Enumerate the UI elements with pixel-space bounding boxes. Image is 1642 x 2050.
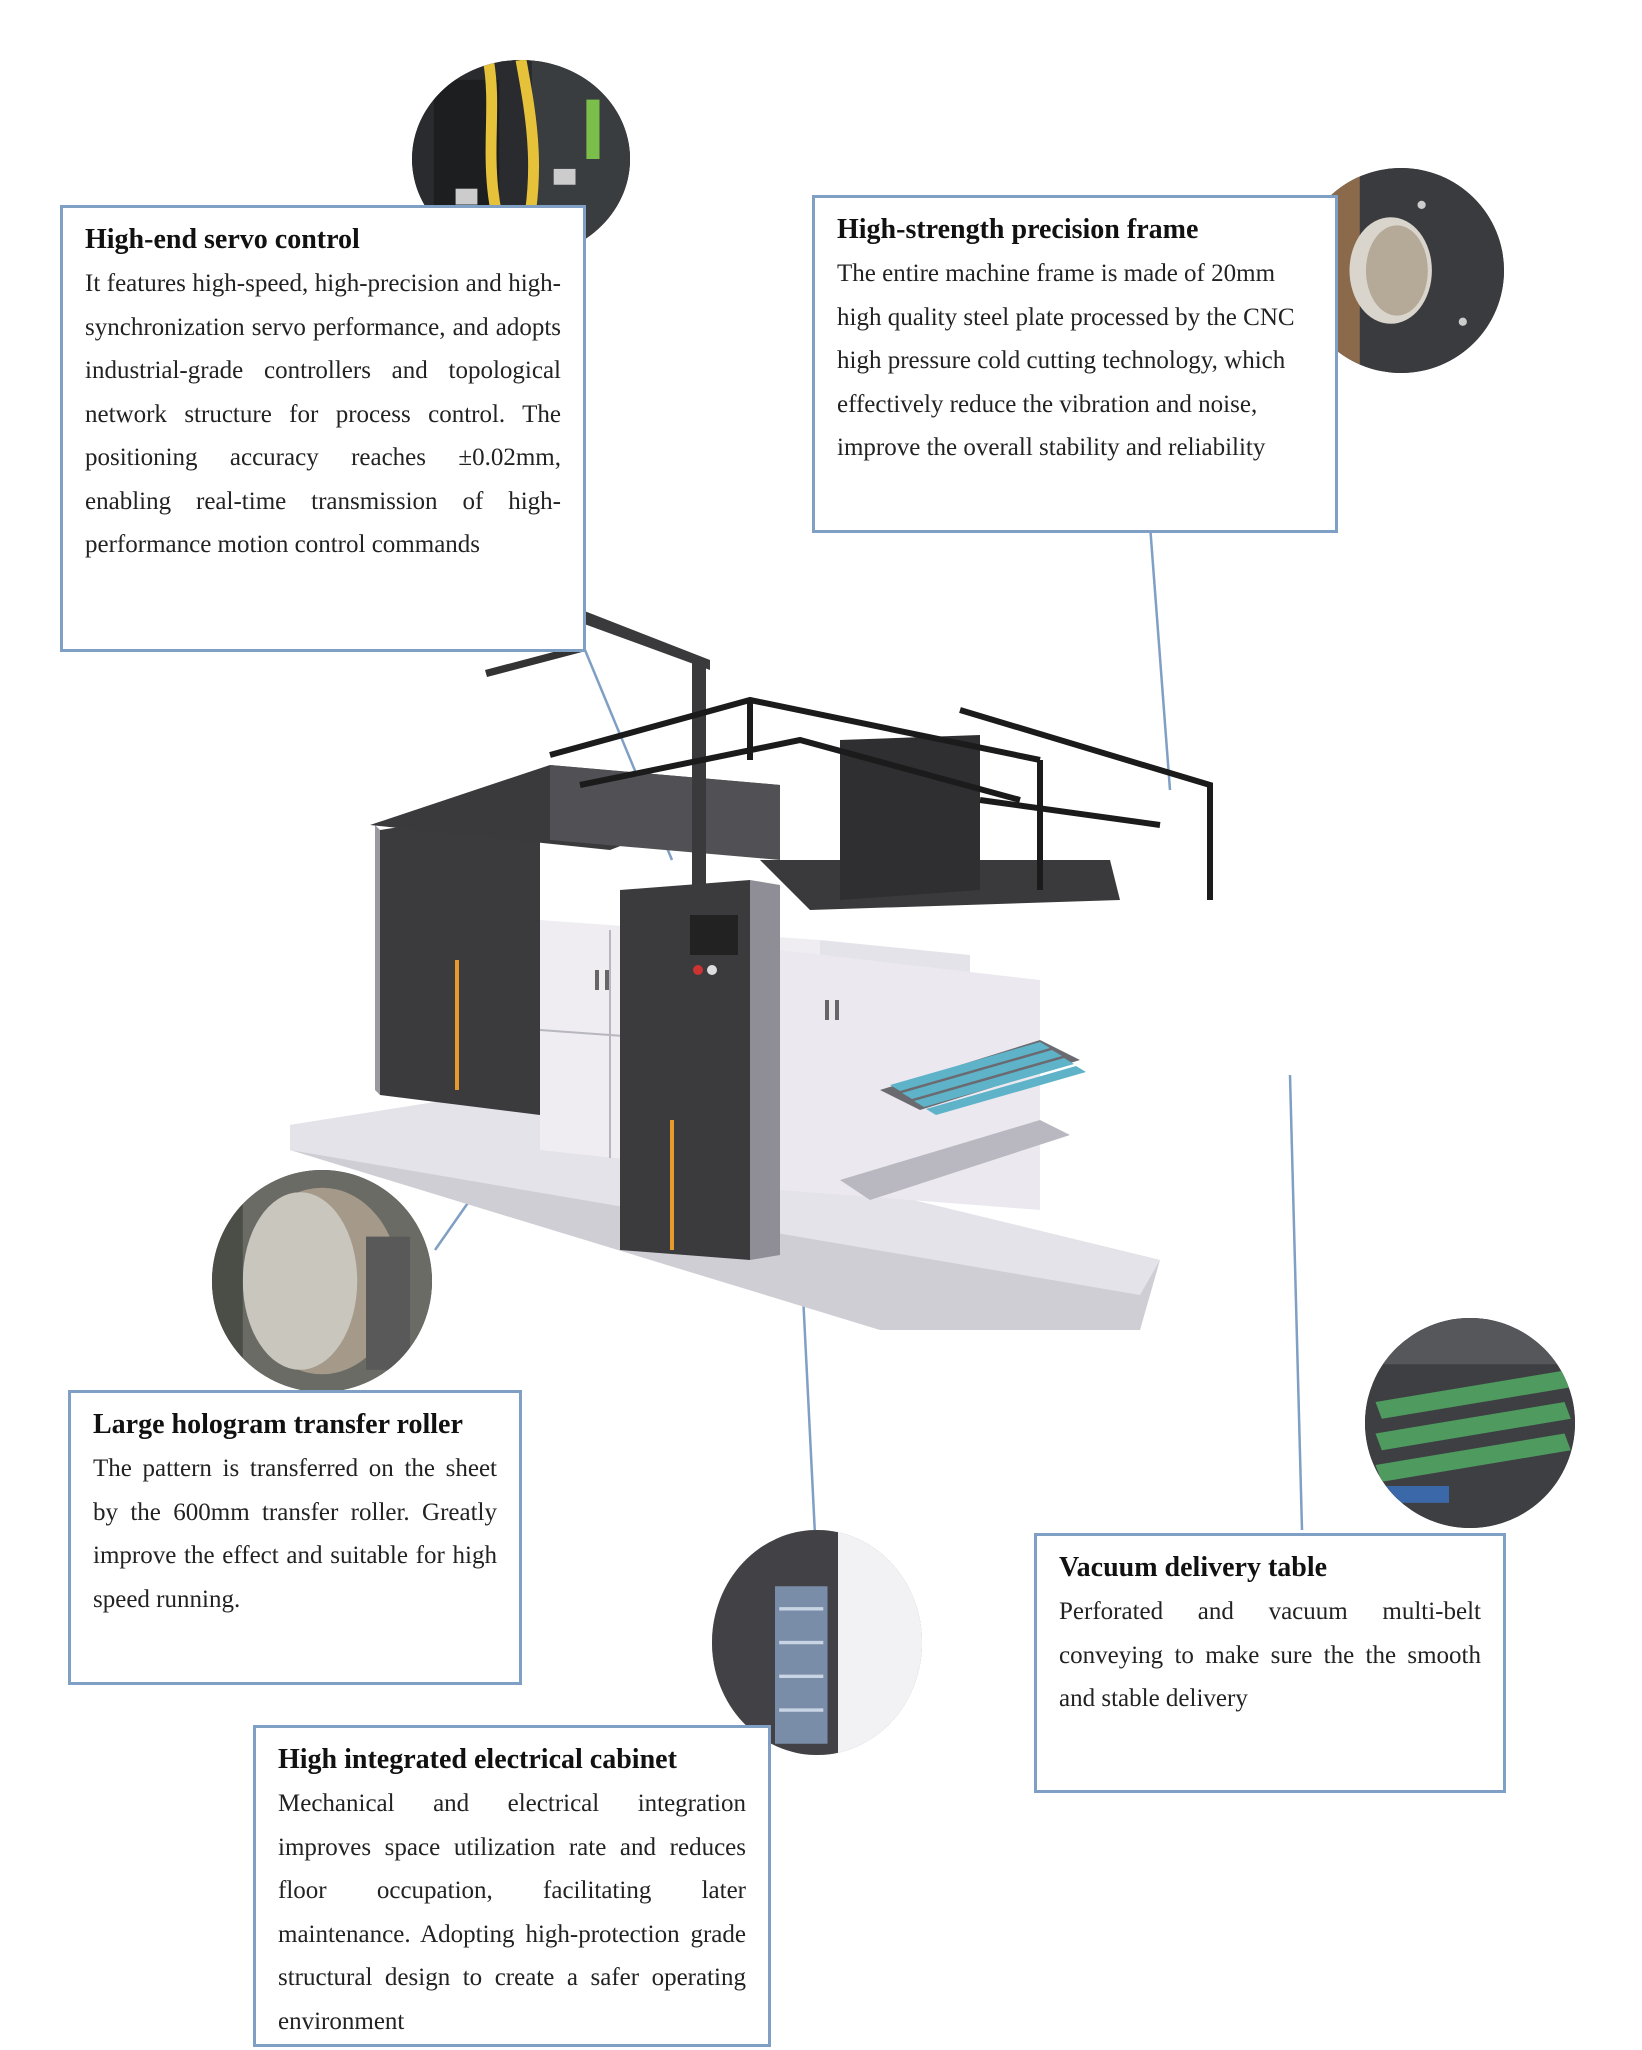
callout-body: The pattern is transferred on the sheet … — [93, 1455, 497, 1613]
callout-frame: High-strength precision frame The entire… — [812, 195, 1338, 533]
callout-title: Vacuum delivery table — [1059, 1552, 1328, 1583]
machine-illustration — [290, 580, 1213, 1330]
callout-title: Large hologram transfer roller — [93, 1409, 463, 1440]
callout-body: Perforated and vacuum multi-belt conveyi… — [1059, 1598, 1481, 1712]
delivery-photo-icon — [1365, 1318, 1575, 1528]
callout-body: Mechanical and electrical integration im… — [278, 1790, 746, 2035]
callout-title: High-strength precision frame — [837, 214, 1199, 245]
callout-delivery: Vacuum delivery table Perforated and vac… — [1034, 1533, 1506, 1793]
cabinet-photo-icon — [712, 1530, 922, 1755]
callout-title: High integrated electrical cabinet — [278, 1744, 677, 1775]
callout-body: The entire machine frame is made of 20mm… — [837, 260, 1295, 461]
callout-title: High-end servo control — [85, 224, 360, 255]
callout-roller: Large hologram transfer roller The patte… — [68, 1390, 522, 1685]
callout-cabinet: High integrated electrical cabinet Mecha… — [253, 1725, 771, 2047]
callout-servo: High-end servo control It features high-… — [60, 205, 586, 652]
callout-body: It features high-speed, high-precision a… — [85, 270, 561, 558]
roller-photo-icon — [212, 1170, 432, 1392]
servo-photo-icon — [412, 60, 630, 258]
